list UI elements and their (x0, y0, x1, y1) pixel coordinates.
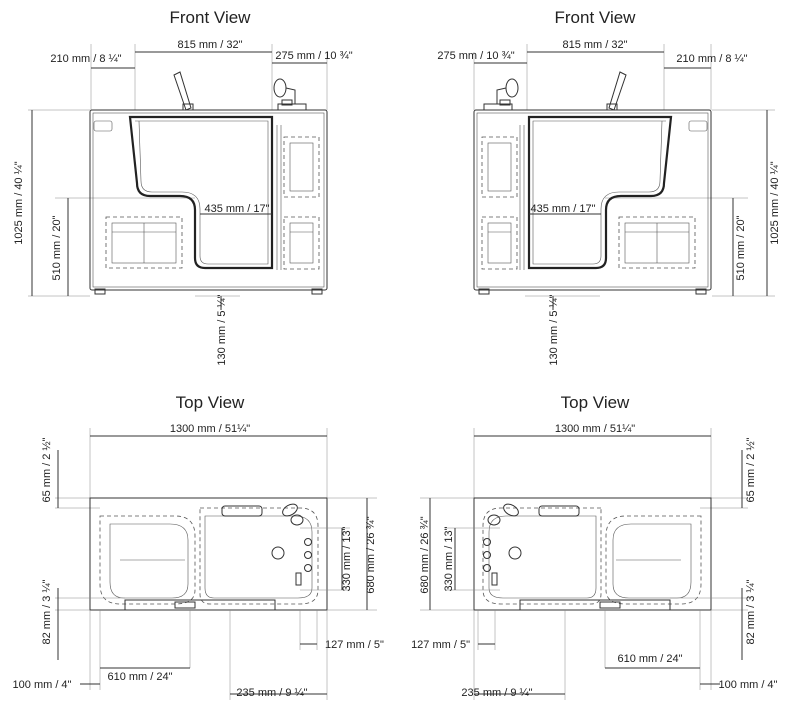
front-view-left: Front View 815 mm / 32" 210 mm / 8 ¼" 27… (13, 8, 353, 366)
knob-icon (487, 514, 501, 526)
front-left-step-dim: 130 mm / 5 ¼" (216, 294, 228, 365)
top-right-outer-width-dim: 680 mm / 26 ¾" (419, 516, 431, 593)
top-right-door-depth-dim: 82 mm / 3 ¼" (745, 579, 757, 644)
top-right-door-offset-dim: 127 mm / 5" (411, 639, 470, 651)
door-latch-icon (174, 601, 196, 609)
door-outline (527, 115, 673, 270)
top-left-length-dim: 1300 mm / 51¼" (170, 423, 250, 435)
faucet-spout (491, 572, 498, 586)
top-right-rim-dim: 65 mm / 2 ½" (745, 437, 757, 502)
control-knob-1-icon (304, 538, 312, 546)
tub-body (89, 109, 328, 291)
faucet-spout (295, 572, 302, 586)
top-right-door-width-dim: 610 mm / 24" (617, 653, 682, 665)
handle-icon (503, 503, 519, 517)
front-view-right: Front View 815 mm / 32" 275 mm / 10 ¾" 2… (437, 8, 781, 366)
front-left-left-edge-dim: 210 mm / 8 ¼" (50, 53, 121, 65)
front-left-seat-height-dim: 510 mm / 20" (51, 215, 63, 280)
door-bar (519, 599, 671, 611)
grab-bar (221, 505, 263, 517)
front-right-height-dim: 1025 mm / 40 ¼" (769, 161, 781, 244)
top-left-rim-dim: 65 mm / 2 ½" (41, 437, 53, 502)
top-left-end-dim: 100 mm / 4" (13, 679, 72, 691)
top-right-length-dim: 1300 mm / 51¼" (555, 423, 635, 435)
front-view-left-title: Front View (170, 8, 252, 27)
knob-icon (290, 514, 304, 526)
front-right-seat-height-dim: 510 mm / 20" (735, 215, 747, 280)
grab-handle-icon (606, 71, 627, 111)
jet-panel (618, 216, 696, 269)
drain-icon (508, 546, 522, 560)
control-panel-upper (283, 136, 320, 198)
front-right-door-dim: 435 mm / 17" (530, 203, 595, 215)
top-right-inner-width-dim: 330 mm / 13" (443, 526, 455, 591)
control-panel-lower (481, 216, 518, 270)
top-view-left: Top View 1300 mm / 51¼" 65 mm / 2 ½" (13, 393, 384, 700)
door-outline (128, 115, 274, 270)
top-left-outer-width-dim: 680 mm / 26 ¾" (365, 516, 377, 593)
control-knob-2-icon (483, 551, 491, 559)
front-right-width-dim: 815 mm / 32" (562, 39, 627, 51)
grab-bar (538, 505, 580, 517)
jet-panel (105, 216, 183, 269)
top-view-right: Top View 1300 mm / 51¼" 65 mm / 2 ½" 330… (411, 393, 778, 700)
top-left-door-width-dim: 610 mm / 24" (107, 671, 172, 683)
control-knob-3-icon (304, 564, 312, 572)
top-left-inner-width-dim: 330 mm / 13" (341, 526, 353, 591)
front-right-left-edge-dim: 275 mm / 10 ¾" (437, 50, 514, 62)
front-right-step-dim: 130 mm / 5 ¼" (548, 294, 560, 365)
front-right-right-edge-dim: 210 mm / 8 ¼" (676, 53, 747, 65)
top-right-end-dim: 100 mm / 4" (719, 679, 778, 691)
front-left-height-dim: 1025 mm / 40 ¼" (13, 161, 25, 244)
top-view-left-title: Top View (176, 393, 245, 412)
top-left-door-offset-dim: 127 mm / 5" (325, 639, 384, 651)
control-panel-upper (481, 136, 518, 198)
front-left-right-edge-dim: 275 mm / 10 ¾" (275, 50, 352, 62)
control-knob-3-icon (483, 564, 491, 572)
control-knob-1-icon (483, 538, 491, 546)
faucet-icon (483, 78, 519, 111)
top-view-right-title: Top View (561, 393, 630, 412)
tub-body (473, 109, 712, 291)
faucet-icon (273, 78, 307, 111)
front-left-door-dim: 435 mm / 17" (204, 203, 269, 215)
top-right-faucet-dim: 235 mm / 9 ¼" (461, 687, 532, 699)
control-knob-2-icon (304, 551, 312, 559)
door-latch-icon (599, 601, 621, 609)
door-bar (124, 599, 276, 611)
grab-handle-icon (173, 71, 194, 111)
handle-icon (282, 503, 298, 517)
drain-icon (271, 546, 285, 560)
front-view-right-title: Front View (555, 8, 637, 27)
control-panel-lower (283, 216, 320, 270)
top-left-faucet-dim: 235 mm / 9 ¼" (236, 687, 307, 699)
front-left-width-dim: 815 mm / 32" (177, 39, 242, 51)
top-left-door-depth-dim: 82 mm / 3 ¼" (41, 579, 53, 644)
